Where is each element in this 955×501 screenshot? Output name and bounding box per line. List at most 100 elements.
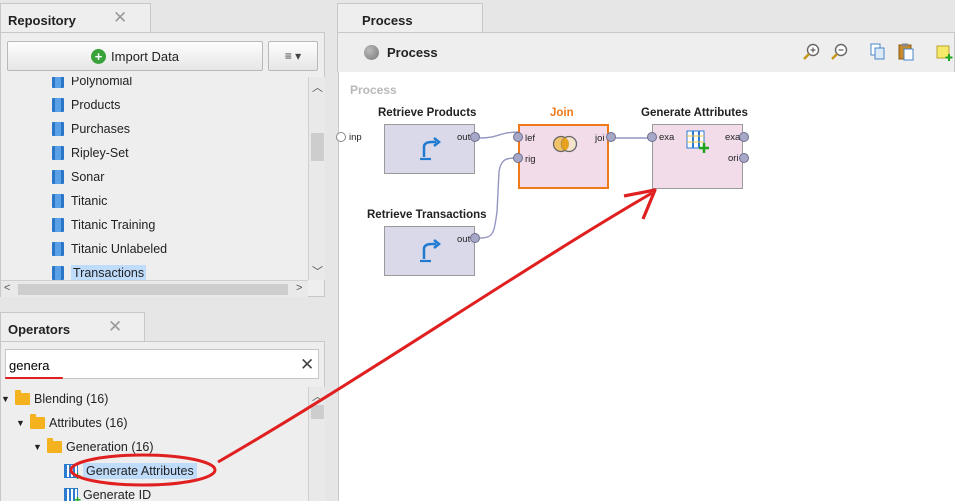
menu-icon: ≡ ▾ (284, 49, 302, 63)
close-icon[interactable]: ✕ (113, 8, 128, 27)
scroll-thumb[interactable] (311, 133, 324, 161)
zoom-out-icon[interactable] (830, 42, 850, 62)
tree-item-label: Blending (16) (34, 392, 109, 406)
list-item[interactable]: Ripley-Set (52, 143, 129, 163)
repository-vertical-scrollbar[interactable]: ︿ ﹀ (308, 77, 325, 280)
import-data-button[interactable]: + Import Data (7, 41, 263, 71)
tree-item-label: Attributes (16) (49, 416, 128, 430)
repository-menu-button[interactable]: ≡ ▾ (268, 41, 318, 71)
repository-panel: + Import Data ≡ ▾ Polynomial Products Pu… (0, 32, 325, 297)
database-icon (52, 266, 64, 280)
list-item[interactable]: Sonar (52, 167, 104, 187)
add-note-icon[interactable] (935, 42, 955, 62)
tab-process[interactable]: Process (337, 3, 483, 33)
operator-title: Retrieve Products (378, 107, 477, 119)
input-port[interactable] (513, 132, 523, 142)
output-port[interactable] (739, 132, 749, 142)
list-item-label: Ripley-Set (71, 146, 129, 160)
annotation-underline (5, 377, 63, 379)
chevron-down-icon[interactable]: ﹀ (312, 266, 323, 278)
caret-down-icon[interactable]: ▼ (1, 394, 10, 404)
database-icon (52, 146, 64, 160)
database-icon (52, 98, 64, 112)
process-canvas[interactable]: Process inp Retrieve Products out Join l… (336, 72, 955, 501)
list-item-label: Polynomial (71, 77, 133, 88)
operator-title: Retrieve Transactions (367, 209, 487, 221)
folder-icon (47, 438, 62, 453)
join-icon (552, 135, 578, 153)
operator-title: Generate Attributes (641, 107, 748, 119)
clear-icon[interactable]: ✕ (300, 355, 315, 374)
tree-item-label: Generation (16) (66, 440, 154, 454)
process-input-port[interactable] (336, 132, 346, 142)
chevron-up-icon[interactable]: ︿ (312, 391, 323, 403)
operators-panel: ✕ ▼ Blending (16) ▼ Attributes (16) ▼ Ge… (0, 341, 325, 501)
process-status-icon (364, 45, 379, 60)
repository-horizontal-scrollbar[interactable]: < > (1, 280, 308, 297)
port-label: inp (349, 132, 362, 143)
close-icon[interactable]: ✕ (108, 317, 123, 336)
retrieve-icon (420, 239, 442, 263)
generate-id-icon (64, 488, 81, 501)
process-breadcrumb[interactable]: Process (387, 45, 438, 60)
list-item[interactable]: Purchases (52, 119, 130, 139)
tree-item-generation[interactable]: ▼ Generation (16) (33, 437, 154, 457)
list-item[interactable]: Titanic (52, 191, 107, 211)
chevron-left-icon[interactable]: < (4, 282, 11, 294)
copy-icon[interactable] (868, 42, 888, 62)
tree-item-blending[interactable]: ▼ Blending (16) (1, 389, 108, 409)
database-icon (52, 242, 64, 256)
database-icon (52, 122, 64, 136)
output-port[interactable] (470, 233, 480, 243)
scroll-thumb[interactable] (18, 284, 288, 295)
database-icon (52, 170, 64, 184)
repository-tab-label: Repository (8, 13, 76, 28)
database-icon (52, 77, 64, 88)
paste-icon[interactable] (896, 42, 916, 62)
generate-attributes-icon (686, 130, 709, 153)
output-port[interactable] (470, 132, 480, 142)
operator-search-input[interactable] (9, 356, 289, 374)
caret-down-icon[interactable]: ▼ (33, 442, 42, 452)
output-port[interactable] (606, 132, 616, 142)
canvas-label: Process (350, 83, 397, 97)
zoom-in-icon[interactable] (802, 42, 822, 62)
list-item-label: Titanic Training (71, 218, 156, 232)
operator-generate-attributes[interactable]: exa exa ori (652, 124, 743, 189)
tree-item-label: Generate ID (83, 488, 152, 501)
chevron-right-icon[interactable]: > (296, 282, 303, 294)
process-header: Process (337, 32, 955, 72)
tab-operators[interactable]: Operators ✕ (0, 312, 145, 342)
list-item[interactable]: Polynomial (52, 77, 132, 91)
port-label: ori (728, 153, 739, 164)
list-item-label: Titanic (71, 194, 108, 208)
list-item-label: Products (71, 98, 121, 112)
tab-repository[interactable]: Repository ✕ (0, 3, 151, 33)
list-item-selected[interactable]: Transactions (52, 263, 147, 280)
scroll-thumb[interactable] (311, 405, 324, 419)
caret-down-icon[interactable]: ▼ (16, 418, 25, 428)
chevron-up-icon[interactable]: ︿ (312, 82, 323, 94)
operator-retrieve-products[interactable]: out (384, 124, 475, 174)
folder-icon (15, 390, 30, 405)
tree-item-generate-attributes[interactable]: Generate Attributes (64, 461, 197, 483)
input-port[interactable] (513, 153, 523, 163)
port-label: rig (525, 154, 536, 165)
input-port[interactable] (647, 132, 657, 142)
list-item-label: Titanic Unlabeled (71, 242, 168, 256)
repository-list: Polynomial Products Purchases Ripley-Set… (1, 77, 308, 280)
list-item[interactable]: Titanic Unlabeled (52, 239, 167, 259)
operators-vertical-scrollbar[interactable]: ︿ (308, 387, 325, 501)
generate-attributes-icon (64, 464, 81, 483)
list-item-label: Purchases (71, 122, 131, 136)
operator-join[interactable]: lef rig joi (518, 124, 609, 189)
operator-retrieve-transactions[interactable]: out (384, 226, 475, 276)
tree-item-attributes[interactable]: ▼ Attributes (16) (16, 413, 128, 433)
folder-icon (30, 414, 45, 429)
list-item[interactable]: Products (52, 95, 120, 115)
output-port[interactable] (739, 153, 749, 163)
tree-item-generate-id[interactable]: Generate ID (64, 485, 151, 501)
list-item[interactable]: Titanic Training (52, 215, 155, 235)
plus-icon: + (91, 48, 107, 64)
